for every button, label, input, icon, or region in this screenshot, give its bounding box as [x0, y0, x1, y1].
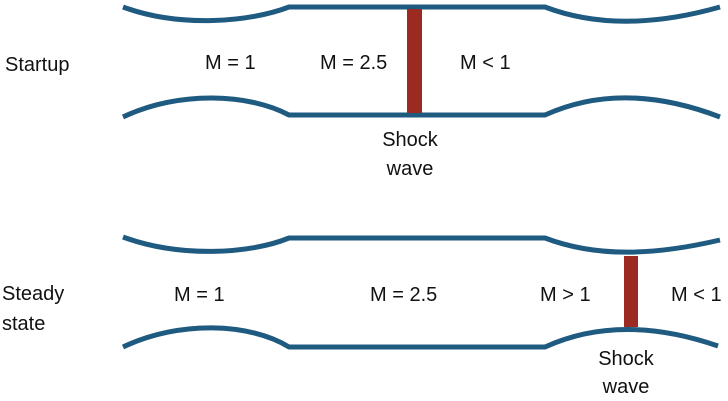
startup-shock-label: wave	[386, 158, 434, 180]
startup-nozzle-bottom-wall	[121, 95, 721, 120]
steady-state-mach-label-inlet: M = 1	[174, 284, 225, 306]
steady-state-shock-label: Shock	[598, 348, 655, 370]
steady-state-panel-label: Steady	[2, 283, 64, 305]
steady-state-panel-label: state	[2, 313, 45, 335]
steady-state-mach-label-pre-shock: M > 1	[540, 284, 591, 306]
startup-mach-label-supersonic: M = 2.5	[320, 52, 387, 74]
steady-state-nozzle-top-wall	[122, 234, 721, 255]
steady-state-mach-label-supersonic: M = 2.5	[370, 284, 437, 306]
steady-state-shock-wave	[624, 256, 638, 327]
startup-panel: Startup M = 1 M = 2.5 M < 1 Shock wave	[5, 4, 721, 180]
startup-panel-label: Startup	[5, 54, 69, 76]
startup-shock-label: Shock	[382, 129, 439, 151]
startup-mach-label-subsonic: M < 1	[460, 52, 511, 74]
startup-shock-wave	[407, 9, 422, 113]
startup-mach-label-inlet: M = 1	[205, 52, 256, 74]
startup-nozzle-top-wall	[122, 4, 721, 24]
steady-state-panel: Steady state M = 1 M = 2.5 M > 1 M < 1 S…	[2, 234, 722, 398]
steady-state-mach-label-post-shock: M < 1	[671, 284, 722, 306]
steady-state-nozzle-bottom-wall	[121, 325, 719, 350]
steady-state-shock-label: wave	[602, 376, 650, 398]
